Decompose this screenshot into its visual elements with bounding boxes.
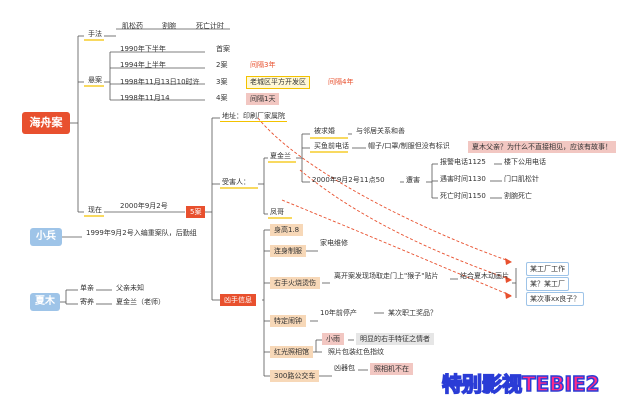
present-date: 2000年9月2号 — [120, 202, 168, 210]
xiamu-node[interactable]: 夏木 — [30, 293, 60, 311]
suspect-tag: 凶手信息 — [220, 294, 256, 306]
case-date: 1990年下半年 — [120, 45, 166, 53]
victim-detail: 与邻居关系和善 — [356, 127, 405, 135]
method-item: 肌松药 — [122, 22, 143, 30]
father-note: 夏木父亲？为什么不直接相见，应该有故事！ — [468, 141, 616, 153]
suspect-trait: 300路公交车 — [270, 370, 320, 382]
method-item: 死亡计时 — [196, 22, 224, 30]
timeline-item: 遇害时间1130 — [440, 175, 486, 183]
case-interval: 间隔3年 — [250, 61, 276, 69]
method-item: 割腕 — [162, 22, 176, 30]
suspect-detail: 凶器包 — [334, 364, 355, 372]
address: 地址：印刷厂家属院 — [220, 112, 287, 122]
hypothesis: 某工厂工作 — [526, 262, 569, 276]
timeline-detail: 割腕死亡 — [504, 192, 532, 200]
suspect-trait: 连身制服 — [270, 245, 306, 257]
watermark-logo: 特别影视TEBIE2 — [441, 371, 600, 397]
root-node[interactable]: 海舟案 — [22, 112, 70, 134]
victims-label: 受害人： — [222, 178, 250, 186]
suspect-detail: 10年前停产 — [320, 309, 357, 317]
suspect-detail: 某次职工奖品？ — [388, 309, 437, 317]
case-interval: 间隔4年 — [328, 78, 354, 86]
call-time: 2000年9月2号11点50 — [312, 176, 385, 184]
hypothesis: 某？某工厂 — [526, 277, 569, 291]
suspect-detail: 小雨 — [322, 333, 344, 345]
victim-detail: 帽子/口罩/制服但没有标识 — [368, 142, 450, 150]
methods-label[interactable]: 手法 — [88, 30, 102, 38]
victim-detail: 被求婚 — [314, 127, 335, 135]
case-location: 老城区平方开发区 — [246, 76, 310, 89]
xiaobing-note: 1999年9月2号入编重案队，后勤组 — [86, 229, 197, 237]
timeline-item: 报警电话1125 — [440, 158, 486, 166]
timeline-detail: 楼下公用电话 — [504, 158, 546, 166]
case-date: 1998年11月14 — [120, 94, 170, 102]
case-name: 3案 — [216, 78, 228, 86]
suspect-trait: 身高1.8 — [270, 224, 304, 236]
victim-detail: 买鱼前电话 — [314, 142, 349, 150]
case5-tag: 5案 — [186, 206, 206, 218]
hypothesis: 某次事xx良子？ — [526, 292, 585, 306]
case-interval: 间隔1天 — [246, 93, 280, 105]
xiamu-value: 父亲未知 — [116, 284, 144, 292]
suspect-detail: 结合夏木动画片 — [460, 272, 509, 280]
suspect-detail: 照相机不在 — [370, 363, 413, 375]
xiamu-value: 夏金兰（老师） — [116, 298, 165, 306]
suspect-trait: 特定闹钟 — [270, 315, 306, 327]
xiaobing-node[interactable]: 小兵 — [30, 228, 62, 246]
case-date: 1994年上半年 — [120, 61, 166, 69]
suspect-trait: 红光照相馆 — [270, 346, 313, 358]
suspect-detail: 离开案发现场取走门上"猴子"贴片 — [334, 272, 439, 280]
victim-name: 夏金兰 — [270, 152, 291, 160]
case-name: 首案 — [216, 45, 230, 53]
case-name: 4案 — [216, 94, 228, 102]
timeline-detail: 门口肌松针 — [504, 175, 539, 183]
suspect-trait: 右手火烧烫伤 — [270, 277, 320, 289]
cases-label[interactable]: 悬案 — [88, 76, 102, 84]
suspect-detail: 照片包装红色指纹 — [328, 348, 384, 356]
xiamu-key: 单亲 — [80, 284, 94, 292]
xiamu-key: 寄养 — [80, 298, 94, 306]
suspect-detail: 家电维修 — [320, 239, 348, 247]
present-label[interactable]: 现在 — [88, 206, 102, 214]
timeline-item: 死亡时间1150 — [440, 192, 486, 200]
case-name: 2案 — [216, 61, 228, 69]
victim-name: 凤哥 — [270, 208, 284, 216]
encounter-label: 遭害 — [406, 176, 420, 184]
suspect-detail: 明显的右手特征之情者 — [356, 333, 434, 345]
case-date: 1998年11月13日10时许 — [120, 78, 200, 86]
